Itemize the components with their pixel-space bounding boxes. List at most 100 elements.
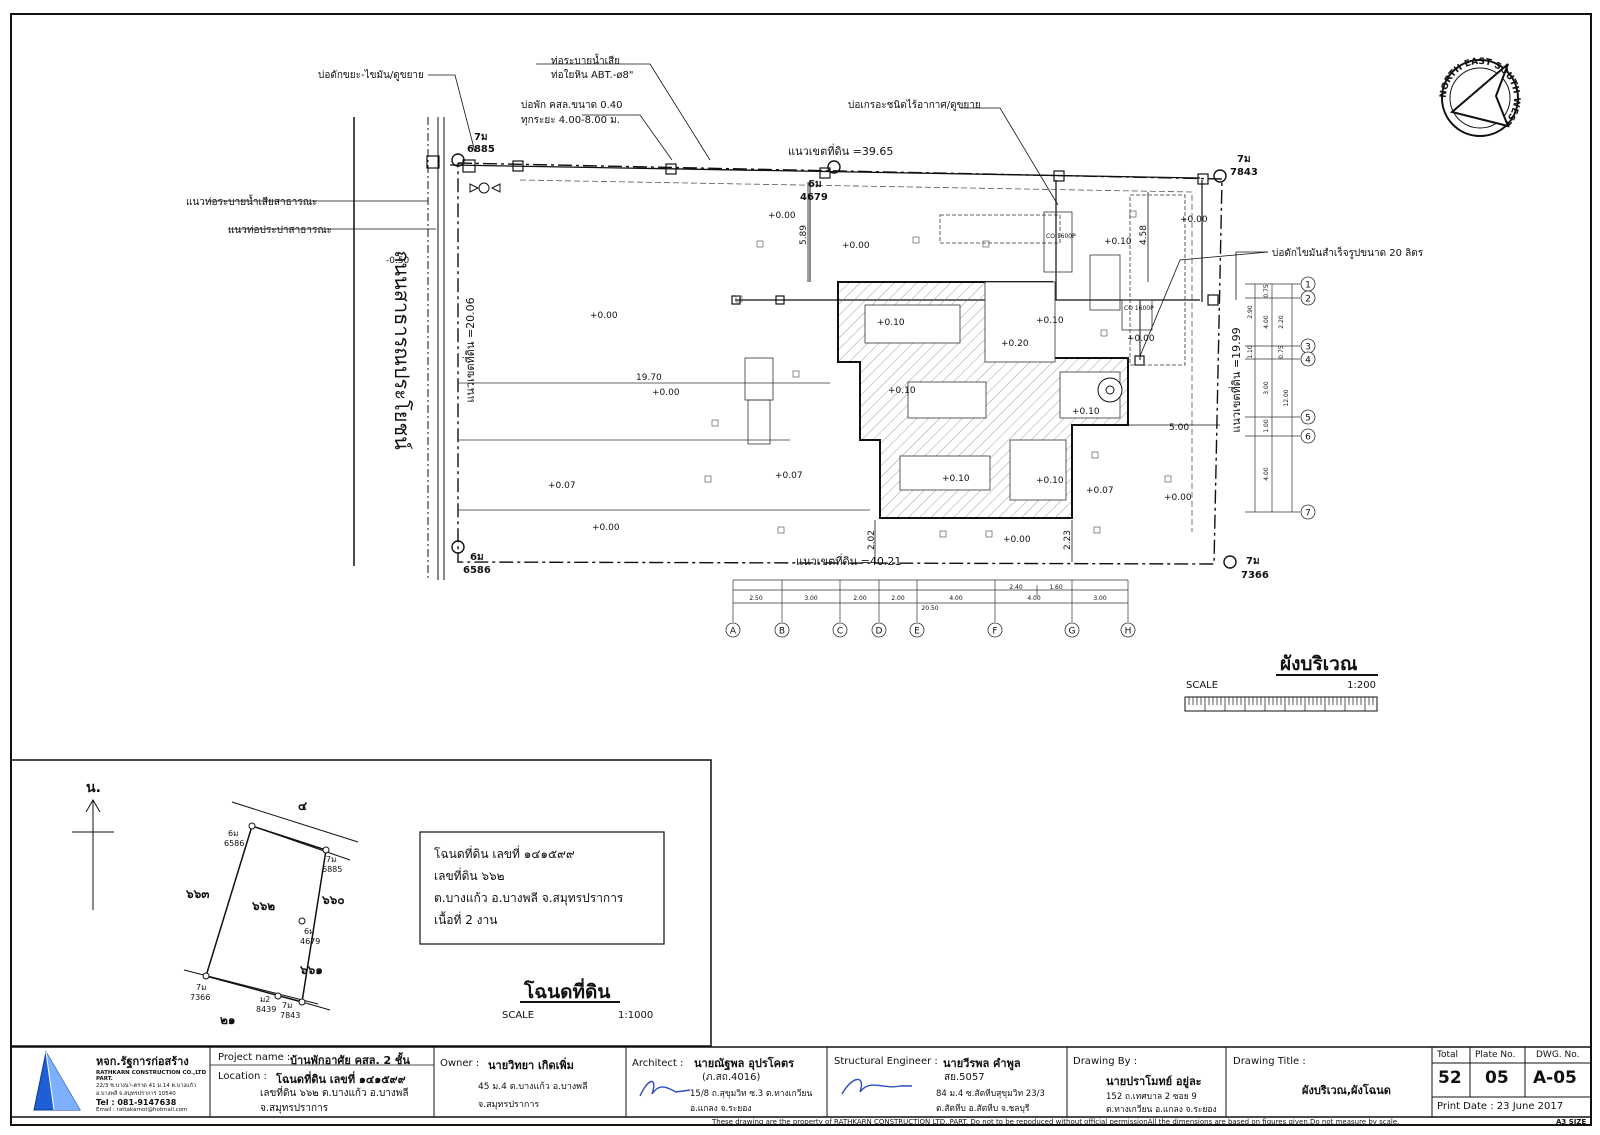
grid-bubble: C — [832, 622, 848, 638]
company-email: Email : rattakarnot@hotmail.com — [96, 1107, 188, 1113]
note-grease-trap-right: บ่อดักไขมันสำเร็จรูปขนาด 20 ลิตร — [1272, 245, 1424, 259]
bottom-grid — [732, 579, 1129, 622]
print-date: Print Date : 23 June 2017 — [1437, 1101, 1564, 1112]
level: +0.10 — [888, 386, 916, 396]
location-line-1: โฉนดที่ดิน เลขที่ ๑๔๑๕๙๙ — [276, 1073, 406, 1086]
north-arrow — [1441, 59, 1519, 137]
architect-address-2: อ.แกลง จ.ระยอง — [690, 1104, 752, 1114]
boundary-left: แนวเขตที่ดิน =20.06 — [462, 297, 477, 402]
dimension-lines — [807, 182, 1220, 562]
deed-lot: ๖๖๐ — [321, 893, 345, 907]
manhole — [1197, 173, 1209, 185]
structural-address-1: 84 ม.4 ซ.สัตหีบสุขุมวิท 23/3 — [936, 1089, 1045, 1099]
marker-num: 4679 — [800, 192, 828, 203]
dim-label: 2.02 — [867, 530, 877, 550]
tank-label: CO 1600P — [1046, 233, 1076, 240]
deed-north-label: น. — [86, 780, 101, 796]
marker-code: 7ม — [1246, 556, 1260, 567]
grid-bubble: 6 — [1300, 428, 1316, 444]
plate-label: Plate No. — [1475, 1050, 1516, 1060]
water-tank — [1097, 377, 1123, 403]
location-line-2: เลขที่ดิน ๖๖๒ ต.บางแก้ว อ.บางพลี — [260, 1088, 409, 1099]
grid-bubble: 5 — [1300, 409, 1316, 425]
deed-section — [10, 759, 712, 1047]
level: +0.07 — [548, 481, 576, 491]
dim-label: 19.70 — [636, 373, 662, 383]
boundary-bottom: แนวเขตที่ดิน =40.21 — [796, 553, 901, 568]
deed-lot: ๔ — [298, 799, 307, 813]
project-label: Project name : — [218, 1052, 291, 1063]
grid-bubble: 4 — [1300, 351, 1316, 367]
grid-bubble-label: B — [779, 627, 785, 637]
septic-box — [1121, 299, 1153, 331]
deed-marker — [298, 998, 306, 1006]
car-slot — [864, 304, 961, 344]
manhole — [1207, 294, 1219, 306]
level: +0.10 — [1104, 237, 1132, 247]
level: +0.00 — [1003, 535, 1031, 545]
grid-dim: 4.00 — [1027, 595, 1041, 602]
dim-label: 5.89 — [799, 225, 809, 245]
owner-address-2: จ.สมุทรปราการ — [478, 1100, 540, 1110]
level: +0.10 — [1036, 476, 1064, 486]
water-meter-icon — [469, 182, 501, 194]
deed-title: โฉนดที่ดิน — [523, 978, 610, 1003]
deed-line-4: เนื้อที่ 2 งาน — [434, 911, 498, 927]
deed-marker-code: ม2 — [260, 995, 270, 1004]
total-value: 52 — [1438, 1068, 1462, 1088]
tank-label: CO 1600P — [1124, 305, 1154, 312]
site-scale-label: SCALE — [1186, 680, 1218, 691]
deed-marker-num: 6885 — [322, 865, 342, 874]
grid-bubble: H — [1120, 622, 1136, 638]
dim-label: 2.23 — [1063, 530, 1073, 550]
road-label: ถนนสาธารณประโยชน์ — [390, 250, 414, 450]
owner-name: นายวิทยา เกิดเพิ่ม — [488, 1059, 574, 1072]
bottom-grid-dims: 2.50 3.00 2.00 2.00 4.00 4.00 3.00 2.40 … — [749, 584, 1107, 612]
company-addr-1: 22/3 ซ.บางนา-ตราด 41 ม.14 ต.บางแก้ว — [96, 1083, 197, 1089]
company-logo — [33, 1050, 81, 1111]
deed-marker-labels: 6ม 6586 7ม 6885 6ม 4679 7ม 7366 ม2 8439 … — [190, 829, 342, 1020]
deed-marker-code: 7ม — [196, 983, 206, 992]
stair — [1089, 254, 1121, 311]
note-public-drain: แนวท่อระบายน้ำเสียสาธารณะ — [186, 194, 317, 208]
grid-dim: 3.00 — [804, 595, 818, 602]
marker-code: 7ม — [474, 132, 488, 143]
footer-note: These drawing are the property of RATHKA… — [712, 1118, 1400, 1126]
grid-bubble-label: 6 — [1305, 433, 1311, 443]
boundary-marker — [451, 153, 465, 167]
wall-outline — [1129, 194, 1186, 366]
level: +0.00 — [1127, 334, 1155, 344]
grid-dim: 2.40 — [1009, 584, 1023, 591]
grid-total: 12.00 — [1283, 389, 1290, 406]
company-addr-2: อ.บางพลี จ.สมุทรปราการ 10540 — [96, 1091, 176, 1097]
boundary-labels: แนวเขตที่ดิน =39.65 แนวเขตที่ดิน =40.21 … — [462, 143, 1243, 568]
deed-marker-code: 6ม — [304, 927, 314, 936]
grid-dim: 2.00 — [891, 595, 905, 602]
deed-scale-value: 1:1000 — [618, 1010, 653, 1021]
drawing-by-name: นายปราโมทย์ อยู่ละ — [1106, 1075, 1202, 1088]
structural-license: สย.5057 — [944, 1072, 985, 1083]
deed-marker — [274, 992, 282, 1000]
level: +0.10 — [1072, 407, 1100, 417]
marker-code: 7ม — [1237, 154, 1251, 165]
project-value: บ้านพักอาศัย คสล. 2 ชั้น — [290, 1054, 410, 1067]
dwg-label: DWG. No. — [1536, 1050, 1580, 1060]
deed-lot: ๖๖๒ — [251, 899, 275, 913]
tank-labels: CO 1600P CO 1600P — [1046, 233, 1154, 312]
level: +0.07 — [1086, 486, 1114, 496]
note-grease-trap-top: บ่อดักขยะ-ไขมัน/ดูขยาย — [318, 69, 424, 81]
grid-bubble-label: 2 — [1305, 295, 1311, 305]
grid-bubble-label: 4 — [1305, 356, 1311, 366]
boundary-top: แนวเขตที่ดิน =39.65 — [788, 143, 893, 158]
grid-dim: 4.00 — [949, 595, 963, 602]
grid-bubble: 2 — [1300, 290, 1316, 306]
boundary-marker — [451, 540, 465, 554]
marker-num: 6885 — [467, 144, 495, 155]
location-label: Location : — [218, 1071, 267, 1082]
boundary-marker — [1223, 555, 1237, 569]
grid-dim: 3.00 — [1263, 381, 1270, 395]
grid-bubble-label: D — [876, 627, 883, 637]
grid-bubble: 3 — [1300, 338, 1316, 354]
deed-marker — [248, 822, 256, 830]
